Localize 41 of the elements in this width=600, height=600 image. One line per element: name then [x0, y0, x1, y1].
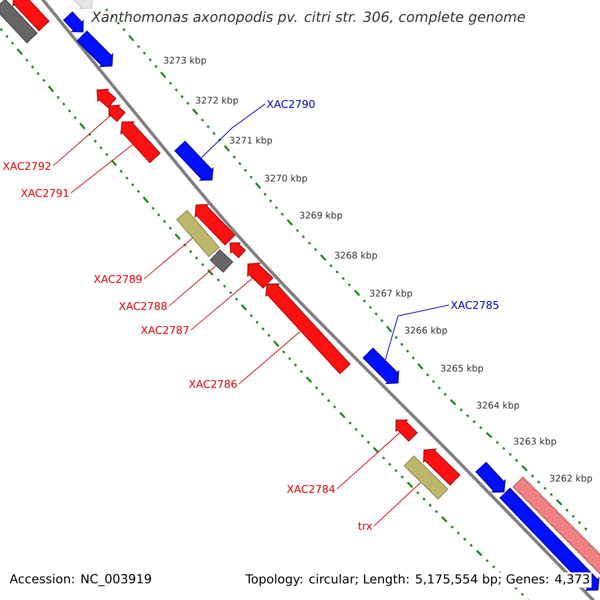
tick-label: 3262 kbp: [550, 474, 592, 484]
gene-glyph: [396, 420, 418, 442]
tick-label: 3265 kbp: [440, 364, 484, 374]
gene-block: [210, 249, 234, 273]
gene-label: trx: [358, 522, 372, 530]
gene-glyph: [230, 242, 246, 258]
leader-line: [336, 432, 400, 490]
tick-label: 3271 kbp: [230, 136, 272, 146]
gene-label: XAC2791: [21, 188, 68, 197]
tick-label: 3264 kbp: [476, 402, 520, 410]
gene-label: XAC2790: [266, 100, 315, 108]
leader-line: [70, 144, 134, 194]
tick-label: 3266 kbp: [404, 326, 448, 336]
leader-line: [144, 238, 193, 280]
tick-label: 3263 kbp: [514, 438, 556, 446]
leader-line: [52, 115, 111, 166]
gene-label: XAC2792: [3, 162, 50, 170]
gene-glyph: [265, 283, 351, 374]
tick-label: 3269 kbp: [300, 212, 342, 220]
gene-glyph: [475, 462, 506, 493]
tick-label: 3273 kbp: [164, 56, 206, 66]
tick-label: 3268 kbp: [334, 252, 378, 260]
leader-line: [168, 265, 216, 306]
gene-label: XAC2786: [189, 380, 237, 388]
gene-label: XAC2788: [119, 302, 167, 310]
accession-text: Accession: NC_003919: [8, 572, 154, 588]
gene-label: XAC2789: [94, 274, 142, 284]
leader-line: [384, 304, 450, 360]
tick-label: 3272 kbp: [196, 96, 238, 106]
gene-glyph: [120, 121, 161, 164]
gene-label: XAC2785: [450, 300, 498, 309]
leader-line: [374, 482, 421, 526]
genome-info-text: Topology: circular; Length: 5,175,554 bp; Genes: 4,373: [244, 572, 592, 588]
gene-label: XAC2787: [141, 326, 188, 334]
leader-line: [200, 104, 266, 158]
tick-label: 3270 kbp: [264, 174, 308, 184]
leader-line: [238, 330, 301, 384]
gene-label: XAC2784: [287, 484, 335, 494]
tick-label: 3267 kbp: [370, 290, 412, 298]
title: Xanthomonas axonopodis pv. citri str. 306, complete genome: [90, 11, 525, 25]
leader-line: [190, 278, 253, 330]
